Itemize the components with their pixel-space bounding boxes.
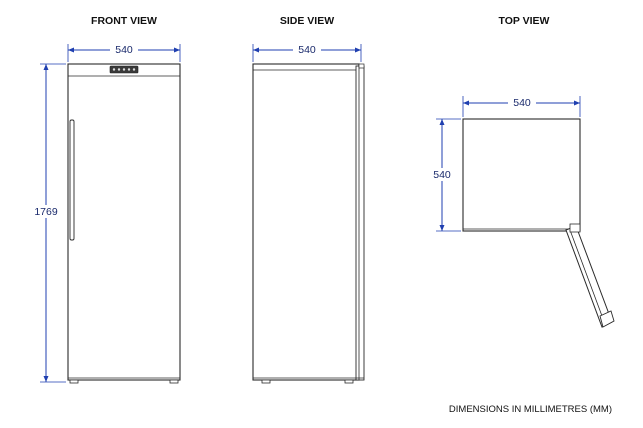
open-door bbox=[565, 223, 615, 328]
open-door-inner-line bbox=[569, 229, 606, 325]
side-foot-left bbox=[261, 379, 271, 384]
side-width-label: 540 bbox=[298, 44, 316, 56]
arrow-up-icon bbox=[43, 64, 49, 70]
top-depth-label: 540 bbox=[433, 169, 451, 181]
side-foot-right bbox=[344, 379, 354, 384]
arrow-left-icon bbox=[68, 47, 74, 53]
open-door-panel bbox=[565, 225, 613, 328]
front-foot-right bbox=[169, 379, 179, 384]
door-handle bbox=[69, 119, 75, 241]
door-handle-end bbox=[599, 310, 615, 328]
arrow-left-icon bbox=[463, 100, 469, 106]
arrow-right-icon bbox=[574, 100, 580, 106]
control-button-icon bbox=[127, 68, 131, 71]
side-view-title: SIDE VIEW bbox=[280, 15, 334, 27]
front-view: 540 1769 bbox=[30, 42, 181, 384]
side-door-edge bbox=[355, 65, 365, 381]
top-width-label: 540 bbox=[513, 97, 531, 109]
arrow-down-icon bbox=[439, 225, 445, 231]
side-cabinet-body bbox=[252, 63, 360, 381]
arrow-down-icon bbox=[43, 376, 49, 382]
front-height-label: 1769 bbox=[34, 206, 58, 218]
side-hinge-top bbox=[358, 63, 365, 69]
door-hinge bbox=[569, 223, 581, 233]
arrow-right-icon bbox=[174, 47, 180, 53]
top-view-title: TOP VIEW bbox=[499, 15, 550, 27]
front-foot-left bbox=[69, 379, 79, 384]
top-view: 540 540 bbox=[427, 95, 615, 328]
top-cabinet-outline bbox=[462, 118, 581, 232]
arrow-up-icon bbox=[439, 119, 445, 125]
units-footnote: DIMENSIONS IN MILLIMETRES (MM) bbox=[449, 404, 612, 415]
arrow-right-icon bbox=[355, 47, 361, 53]
control-button-icon bbox=[117, 68, 121, 71]
front-cabinet-body bbox=[67, 63, 181, 381]
front-view-title: FRONT VIEW bbox=[91, 15, 157, 27]
side-view: 540 bbox=[252, 42, 365, 384]
front-width-label: 540 bbox=[115, 44, 133, 56]
arrow-left-icon bbox=[253, 47, 259, 53]
control-button-icon bbox=[112, 68, 116, 71]
control-button-icon bbox=[122, 68, 126, 71]
control-button-icon bbox=[132, 68, 136, 71]
